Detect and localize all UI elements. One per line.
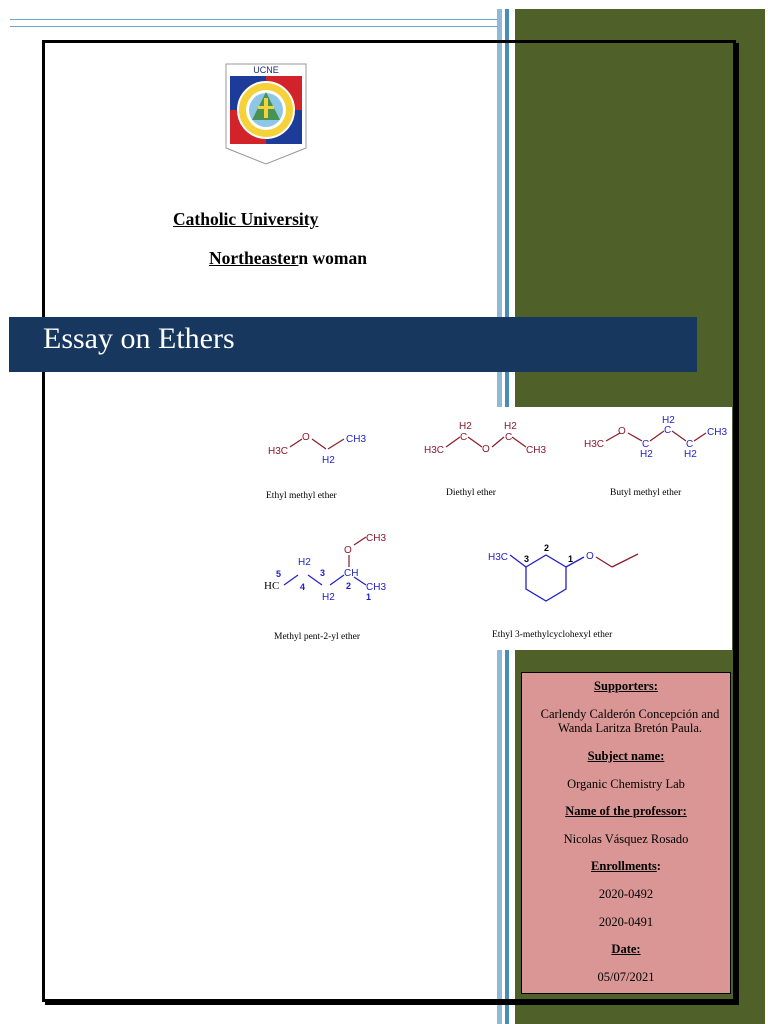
carbon-number-2: 2 xyxy=(346,581,351,591)
university-logo: UCNE SFM 1978 xyxy=(225,63,307,165)
carbon-number-3: 3 xyxy=(524,554,529,564)
atom-ch3-chain: CH3 xyxy=(366,582,386,593)
atom-ch3: CH3 xyxy=(707,427,727,438)
atom-h3c: H3C xyxy=(424,445,444,456)
carbon-number-2: 2 xyxy=(544,543,549,553)
top-rule-2 xyxy=(10,26,498,27)
atom-c-b: C xyxy=(664,425,671,436)
caption-ethyl-3-methylcyclohexyl-ether: Ethyl 3-methylcyclohexyl ether xyxy=(492,630,613,640)
subject-value: Organic Chemistry Lab xyxy=(567,777,685,791)
subject-label: Subject name: xyxy=(587,749,665,763)
atom-o: O xyxy=(344,545,352,556)
atom-ch3-ether: CH3 xyxy=(366,533,386,544)
atom-c-left: C xyxy=(460,432,467,443)
supporters-label: Supporters: xyxy=(594,679,658,693)
enrollments-label: Enrollments xyxy=(591,859,657,873)
molecule-diethyl-ether: H3C H2 C O H2 C CH3 xyxy=(424,421,546,456)
top-rule-1 xyxy=(10,19,498,20)
atom-c-right: C xyxy=(505,432,512,443)
carbon-number-4: 4 xyxy=(300,582,305,592)
university-name-rest: n woman xyxy=(298,248,367,268)
page-frame xyxy=(42,40,736,1002)
caption-ethyl-methyl-ether: Ethyl methyl ether xyxy=(266,491,337,501)
atom-h2-a: H2 xyxy=(640,449,653,460)
logo-year: SFM 1978 xyxy=(254,144,277,150)
university-name-line1: Catholic University xyxy=(173,209,319,229)
atom-h3c: H3C xyxy=(268,446,288,457)
logo-acronym: UCNE xyxy=(253,65,279,75)
supporters-names: Carlendy Calderón Concepción and Wanda L… xyxy=(540,707,720,735)
university-name-line2: Northeastern woman xyxy=(209,248,367,269)
atom-h2-b: H2 xyxy=(322,592,335,603)
atom-o: O xyxy=(618,426,626,437)
atom-h2: H2 xyxy=(322,455,335,466)
title-band xyxy=(9,317,697,372)
enrollment-1: 2020-0492 xyxy=(598,887,654,901)
caption-diethyl-ether: Diethyl ether xyxy=(446,488,496,498)
molecule-ethyl-3-methylcyclohexyl-ether: H3C 3 2 1 O xyxy=(488,543,639,602)
atom-ch: CH xyxy=(344,568,358,579)
caption-butyl-methyl-ether: Butyl methyl ether xyxy=(610,488,682,498)
atom-hc-prefix: HC xyxy=(264,580,280,592)
carbon-number-3: 3 xyxy=(320,568,325,578)
atom-o: O xyxy=(482,444,490,455)
carbon-number-5: 5 xyxy=(276,569,281,579)
enrollment-2: 2020-0491 xyxy=(598,915,654,929)
atom-o: O xyxy=(302,432,310,443)
atom-h2-right: H2 xyxy=(504,421,517,432)
carbon-number-1: 1 xyxy=(568,554,573,564)
atom-ch3: CH3 xyxy=(526,445,546,456)
enrollments-heading: Enrollments: xyxy=(522,859,730,874)
carbon-number-1: 1 xyxy=(366,592,371,602)
professor-value: Nicolas Vásquez Rosado xyxy=(563,832,689,846)
date-label: Date: xyxy=(611,942,641,956)
author-info-box: Supporters: Carlendy Calderón Concepción… xyxy=(521,672,731,994)
atom-c-c: C xyxy=(686,439,693,450)
date-value: 05/07/2021 xyxy=(597,970,655,984)
molecule-butyl-methyl-ether: H3C O H2 C C H2 C H2 C CH3 xyxy=(584,415,727,460)
atom-ch3: CH3 xyxy=(346,434,366,445)
molecule-methyl-pent-2-yl-ether: 5 4 H2 C 3 C H2 CH 2 CH3 1 O CH3 xyxy=(276,533,386,603)
molecule-ethyl-methyl-ether: H3C O CH3 H2 xyxy=(268,432,366,466)
enrollments-colon: : xyxy=(656,859,661,873)
atom-h2-a: H2 xyxy=(298,557,311,568)
university-name-underlined: Northeaster xyxy=(209,248,299,268)
chemical-structures-panel: H3C O CH3 H2 H3C H2 C O H2 C CH3 H3C O xyxy=(250,407,732,650)
caption-methyl-pent-2-yl-ether: Methyl pent-2-yl ether xyxy=(274,632,361,642)
atom-h3c: H3C xyxy=(584,439,604,450)
atom-h2-left: H2 xyxy=(459,421,472,432)
atom-h2-c: H2 xyxy=(684,449,697,460)
atom-o: O xyxy=(586,551,594,562)
document-title: Essay on Ethers xyxy=(43,322,235,355)
atom-c-a: C xyxy=(642,439,649,450)
atom-h3c: H3C xyxy=(488,552,508,563)
professor-label: Name of the professor: xyxy=(565,804,687,818)
atom-h2-b: H2 xyxy=(662,415,675,426)
